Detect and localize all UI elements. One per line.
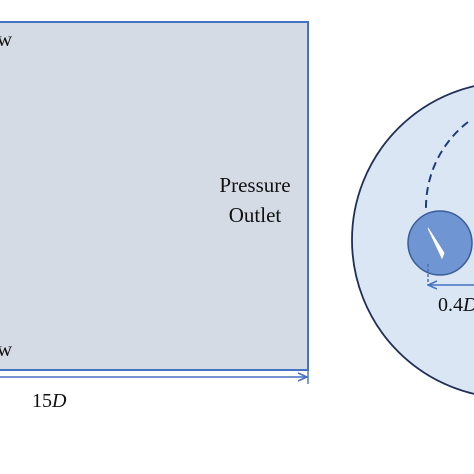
computational-domain (0, 21, 309, 371)
pressure-outlet-label-line1: Pressure (219, 173, 290, 197)
domain-length-label: 15D (32, 390, 67, 412)
inlet-arrow-fragment-top: w (0, 27, 13, 51)
cylinder (407, 210, 473, 276)
pressure-outlet-label-line2: Outlet (229, 203, 282, 227)
inlet-arrow-fragment-bottom: w (0, 337, 13, 361)
cylinder-diameter-number: 0.4 (438, 294, 463, 316)
domain-length-number: 15 (32, 390, 52, 412)
cylinder-diameter-label: 0.4D (438, 294, 474, 316)
domain-length-variable: D (51, 390, 67, 412)
cylinder-diameter-variable: D (462, 294, 474, 316)
cylinder-pointer-icon (427, 227, 445, 260)
